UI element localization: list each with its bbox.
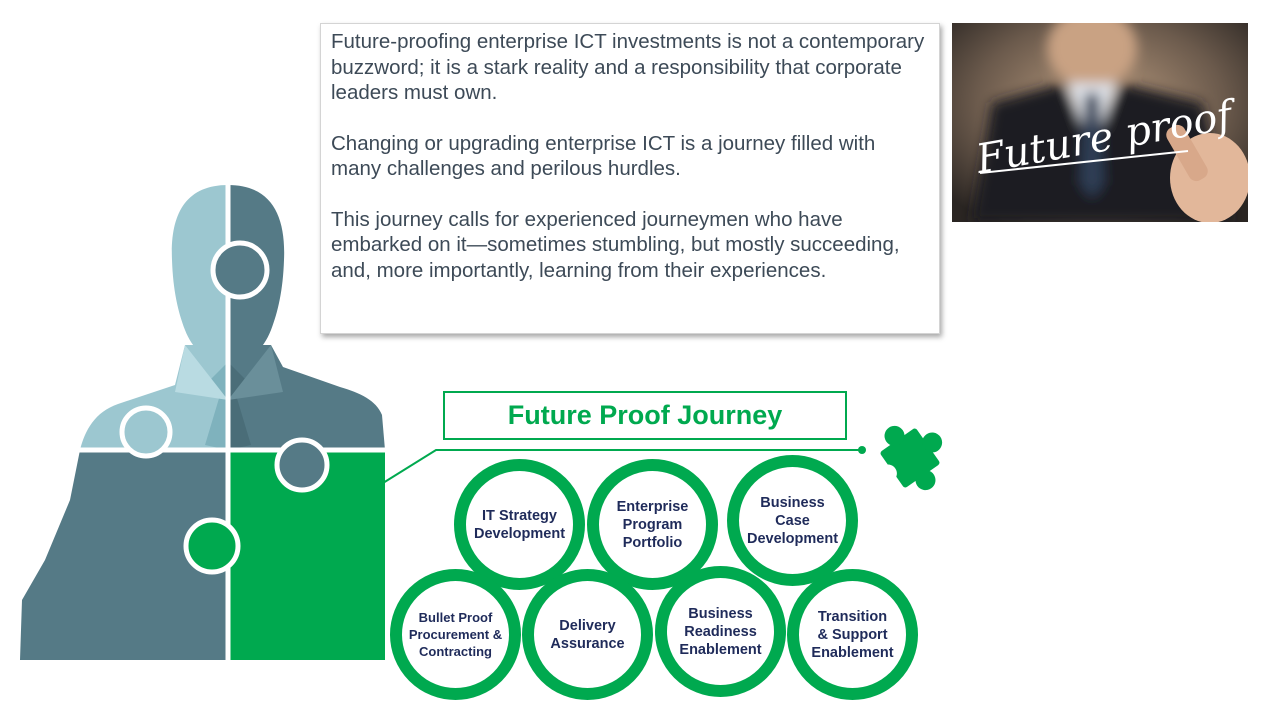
step-delivery-assurance: Delivery Assurance (522, 569, 653, 700)
intro-paragraph: Changing or upgrading enterprise ICT is … (331, 131, 876, 181)
step-label: Bullet Proof Procurement & Contracting (408, 610, 503, 659)
connector-dot (858, 446, 866, 454)
step-it-strategy: IT Strategy Development (454, 459, 585, 590)
intro-paragraph: This journey calls for experienced journ… (331, 207, 900, 282)
step-business-readiness: Business Readiness Enablement (655, 566, 786, 697)
connector-line (382, 449, 862, 484)
journey-title: Future Proof Journey (443, 391, 847, 440)
step-label: Enterprise Program Portfolio (616, 498, 689, 551)
intro-text-box: Future-proofing enterprise ICT investmen… (320, 23, 940, 334)
puzzle-piece-icon (878, 425, 943, 491)
step-label: Delivery Assurance (550, 617, 625, 652)
step-procurement: Bullet Proof Procurement & Contracting (390, 569, 521, 700)
intro-paragraph: Future-proofing enterprise ICT investmen… (331, 30, 925, 104)
step-transition-support: Transition & Support Enablement (787, 569, 918, 700)
step-label: Business Case Development (746, 494, 839, 547)
step-label: Business Readiness Enablement (679, 605, 762, 658)
step-label: IT Strategy Development (473, 507, 566, 542)
puzzle-knobs (119, 240, 330, 575)
step-label: Transition & Support Enablement (811, 608, 894, 661)
future-proof-photo: Future proof (952, 23, 1248, 222)
step-business-case: Business Case Development (727, 455, 858, 586)
